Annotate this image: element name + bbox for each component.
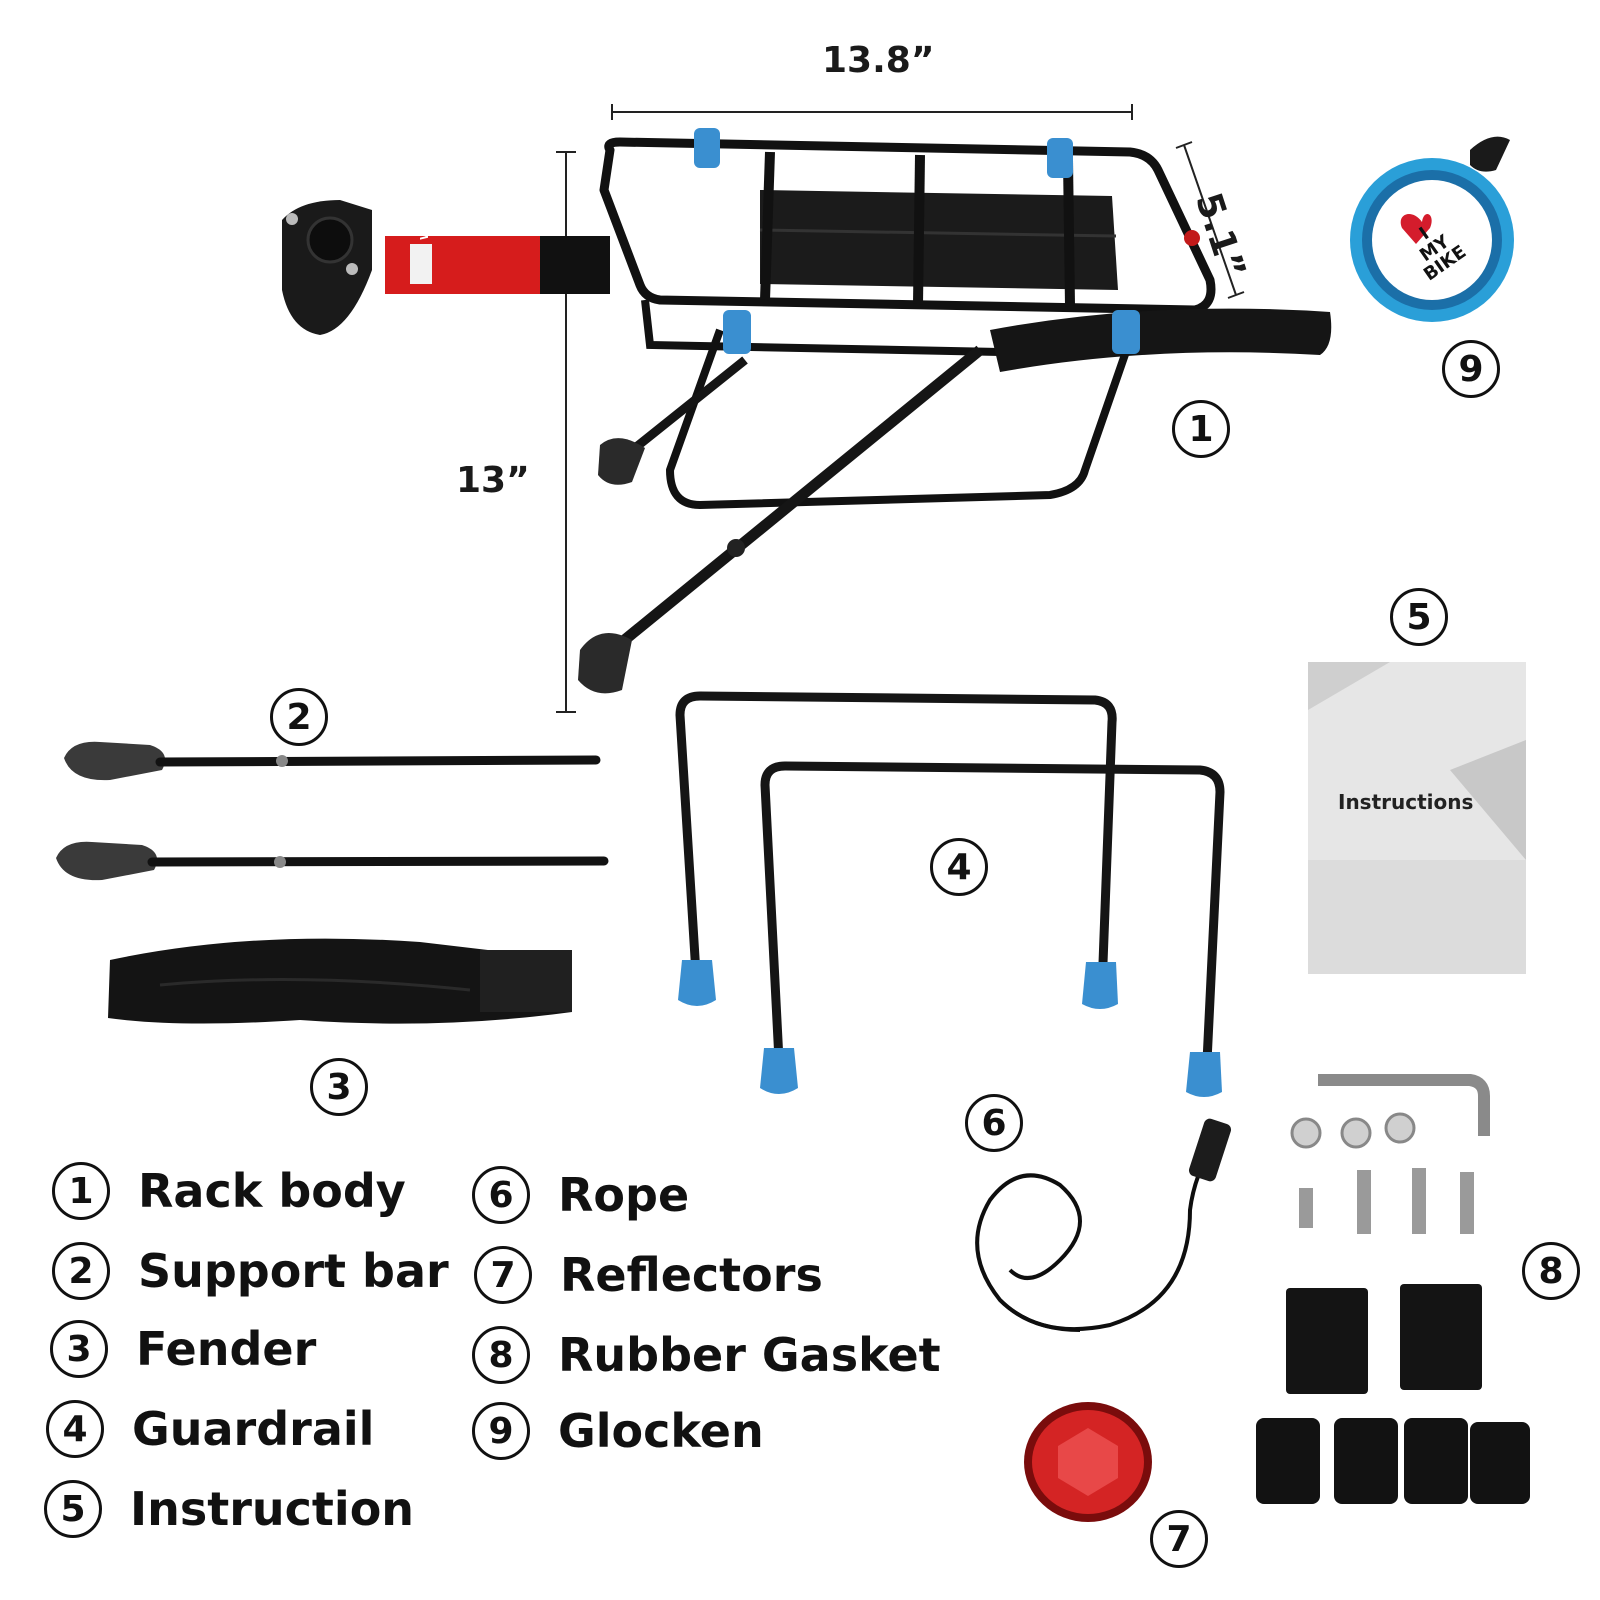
badge-2: 2 xyxy=(270,688,328,746)
support-bar-image xyxy=(56,741,609,881)
width-dimension-label: 13.8” xyxy=(822,40,935,81)
fender-image xyxy=(108,938,572,1024)
guardrail-caps xyxy=(678,960,1222,1097)
legend-label: Reflectors xyxy=(560,1248,823,1302)
legend-label: Instruction xyxy=(130,1482,415,1536)
legend-item-glocken: 9 Glocken xyxy=(472,1402,764,1460)
legend-number: 8 xyxy=(472,1326,530,1384)
manual-title: Instructions xyxy=(1338,790,1474,814)
bell-image xyxy=(1350,136,1514,322)
rubber-gasket-image xyxy=(1256,1074,1530,1504)
legend-item-instruction: 5 Instruction xyxy=(44,1480,414,1538)
badge-8: 8 xyxy=(1522,1242,1580,1300)
rope-hook xyxy=(1188,1118,1232,1182)
legend-item-rack-body: 1 Rack body xyxy=(52,1162,406,1220)
badge-6: 6 xyxy=(965,1094,1023,1152)
badge-4: 4 xyxy=(930,838,988,896)
legend-number: 6 xyxy=(472,1166,530,1224)
badge-7: 7 xyxy=(1150,1510,1208,1568)
warning-label: WARNING xyxy=(418,179,431,240)
badge-1: 1 xyxy=(1172,400,1230,458)
legend-item-rubber-gasket: 8 Rubber Gasket xyxy=(472,1326,941,1384)
legend-item-guardrail: 4 Guardrail xyxy=(46,1400,374,1458)
legend-label: Support bar xyxy=(138,1244,449,1298)
rack-body-image xyxy=(282,128,1332,694)
legend-label: Rack body xyxy=(138,1164,406,1218)
rope-image xyxy=(975,1133,1222,1332)
legend-number: 1 xyxy=(52,1162,110,1220)
legend-item-rope: 6 Rope xyxy=(472,1166,689,1224)
legend-label: Rope xyxy=(558,1168,690,1222)
instruction-booklet-image xyxy=(1308,662,1526,974)
badge-5: 5 xyxy=(1390,588,1448,646)
height-dimension-label: 13” xyxy=(456,460,530,501)
reflector-image xyxy=(1024,1402,1152,1522)
legend-label: Guardrail xyxy=(132,1402,375,1456)
guardrail-image xyxy=(675,691,1225,1083)
legend-item-reflectors: 7 Reflectors xyxy=(474,1246,823,1304)
legend-label: Fender xyxy=(136,1322,317,1376)
legend-item-fender: 3 Fender xyxy=(50,1320,316,1378)
legend-number: 5 xyxy=(44,1480,102,1538)
legend-label: Glocken xyxy=(558,1404,764,1458)
legend-number: 7 xyxy=(474,1246,532,1304)
badge-3: 3 xyxy=(310,1058,368,1116)
legend-item-support-bar: 2 Support bar xyxy=(52,1242,449,1300)
legend-number: 9 xyxy=(472,1402,530,1460)
legend-number: 4 xyxy=(46,1400,104,1458)
badge-9: 9 xyxy=(1442,340,1500,398)
legend-number: 2 xyxy=(52,1242,110,1300)
legend-number: 3 xyxy=(50,1320,108,1378)
legend-label: Rubber Gasket xyxy=(558,1328,941,1382)
